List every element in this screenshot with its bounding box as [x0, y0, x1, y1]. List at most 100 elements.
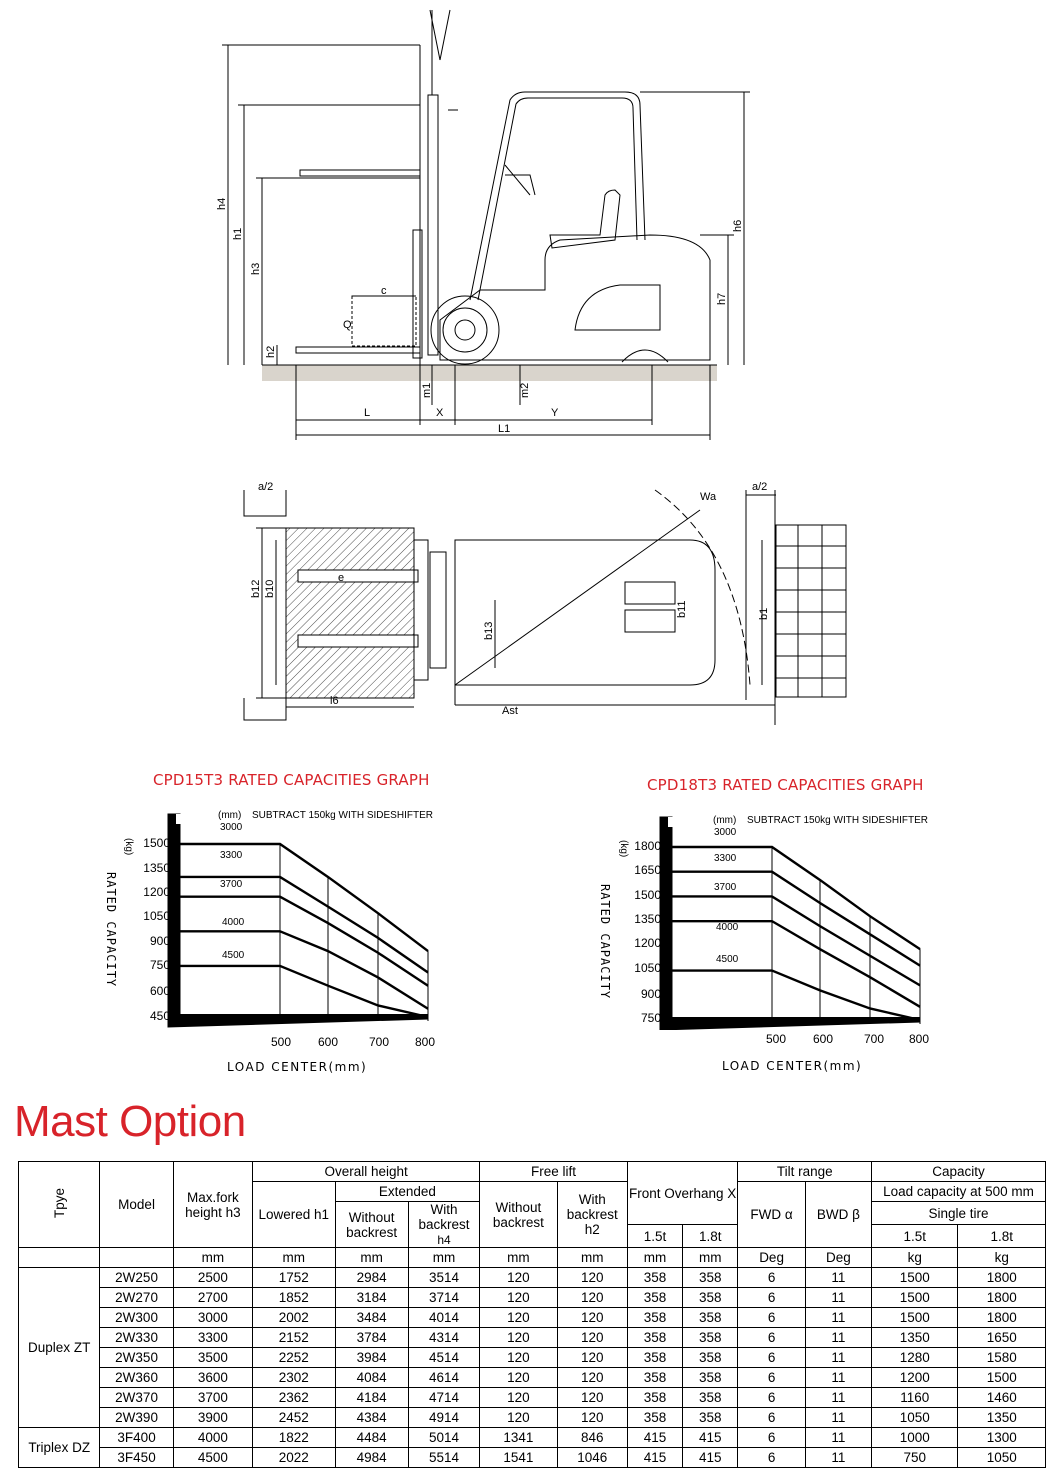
- table-cell: 2W330: [99, 1327, 174, 1348]
- header-capacity-1-8t: 1.8t: [957, 1224, 1046, 1248]
- table-cell: 3184: [334, 1287, 409, 1308]
- table-cell: 1852: [252, 1287, 336, 1308]
- x-tick: 800: [415, 1035, 436, 1049]
- table-cell: 3900: [172, 1407, 254, 1428]
- graph-title: CPD18T3 RATED CAPACITIES GRAPH: [647, 776, 924, 794]
- graph-note: SUBTRACT 150kg WITH SIDESHIFTER: [252, 810, 433, 821]
- table-cell: 4500: [172, 1447, 254, 1468]
- table-cell: 11: [804, 1427, 873, 1448]
- header-model: Model: [99, 1161, 174, 1248]
- mast-height-label: 3000: [714, 827, 737, 838]
- y-tick: 1500: [634, 888, 661, 902]
- table-cell: 1500: [871, 1287, 959, 1308]
- dim-l: L: [364, 407, 370, 419]
- table-cell: 120: [556, 1287, 628, 1308]
- graph-title: CPD15T3 RATED CAPACITIES GRAPH: [153, 771, 430, 789]
- header-extended: Extended: [334, 1181, 481, 1202]
- x-tick: 500: [766, 1032, 787, 1046]
- unit-cell: mm: [172, 1247, 254, 1268]
- table-cell: 5514: [407, 1447, 481, 1468]
- table-cell: 4614: [407, 1367, 481, 1388]
- table-cell: 11: [804, 1447, 873, 1468]
- x-axis-bar: [168, 1014, 428, 1027]
- table-cell: 4484: [334, 1427, 409, 1448]
- table-cell: 1050: [957, 1447, 1046, 1468]
- header-capacity-1-5t: 1.5t: [871, 1224, 959, 1248]
- table-cell: 3984: [334, 1347, 409, 1368]
- table-cell: 120: [479, 1267, 558, 1288]
- table-cell: 1800: [957, 1307, 1046, 1328]
- table-cell: 11: [804, 1367, 873, 1388]
- table-cell: 6: [737, 1427, 806, 1448]
- graph-x-axis-title: LOAD CENTER(mm): [722, 1059, 863, 1073]
- table-cell: 358: [626, 1407, 684, 1428]
- table-cell: 358: [682, 1387, 739, 1408]
- series-line-4000: [180, 930, 429, 1010]
- table-cell: 3F400: [99, 1427, 174, 1448]
- table-cell: 1800: [957, 1287, 1046, 1308]
- table-cell: 1800: [957, 1267, 1046, 1288]
- table-cell: 3300: [172, 1327, 254, 1348]
- unit-cell: mm: [556, 1247, 628, 1268]
- unit-cell: mm: [479, 1247, 558, 1268]
- dim-b12: b12: [250, 580, 262, 598]
- graph-unit-mm: (mm): [713, 815, 737, 826]
- dim-y: Y: [551, 407, 559, 419]
- unit-cell: mm: [626, 1247, 684, 1268]
- table-cell: 1752: [252, 1267, 336, 1288]
- mast-height-label: 4000: [716, 922, 739, 933]
- header-free-lift: Free lift: [479, 1161, 628, 1182]
- table-cell: 358: [626, 1387, 684, 1408]
- mast-option-table: Tpye Model Max.fork height h3 Overall he…: [17, 1161, 1046, 1468]
- table-cell: 4084: [334, 1367, 409, 1388]
- table-cell: 6: [737, 1367, 806, 1388]
- header-overhang-1-5t: 1.5t: [626, 1224, 684, 1248]
- dim-l6: l6: [330, 695, 339, 707]
- unit-cell: kg: [871, 1247, 959, 1268]
- header-overhang-1-8t: 1.8t: [682, 1224, 739, 1248]
- table-cell: 1500: [957, 1367, 1046, 1388]
- table-cell: 120: [479, 1387, 558, 1408]
- table-cell: 2W250: [99, 1267, 174, 1288]
- table-cell: 3700: [172, 1387, 254, 1408]
- dim-m1: m1: [421, 383, 433, 398]
- dim-e: e: [338, 572, 344, 584]
- table-cell: 358: [626, 1367, 684, 1388]
- table-cell: 2W370: [99, 1387, 174, 1408]
- table-cell: 2W350: [99, 1347, 174, 1368]
- x-axis-bar: [660, 1017, 920, 1030]
- table-cell: 358: [682, 1287, 739, 1308]
- table-cell: 415: [626, 1447, 684, 1468]
- table-cell: 3484: [334, 1307, 409, 1328]
- table-cell: 3600: [172, 1367, 254, 1388]
- series-line-4500: [672, 969, 921, 1022]
- dim-m2: m2: [519, 383, 531, 398]
- table-cell: 3000: [172, 1307, 254, 1328]
- y-tick: 1350: [143, 861, 170, 875]
- header-single-tire: Single tire: [871, 1201, 1046, 1225]
- unit-cell: [99, 1247, 174, 1268]
- table-cell: 1500: [871, 1267, 959, 1288]
- header-lowered-h1: Lowered h1: [252, 1181, 336, 1248]
- table-cell: 3F450: [99, 1447, 174, 1468]
- table-cell: 3714: [407, 1287, 481, 1308]
- y-tick: 1800: [634, 839, 661, 853]
- header-capacity: Capacity: [871, 1161, 1046, 1182]
- table-cell: 120: [556, 1367, 628, 1388]
- y-tick: 1050: [143, 909, 170, 923]
- table-cell: 6: [737, 1307, 806, 1328]
- header-type: Tpye: [17, 1161, 101, 1248]
- table-cell: 2002: [252, 1307, 336, 1328]
- unit-cell: Deg: [804, 1247, 873, 1268]
- table-cell: 358: [682, 1347, 739, 1368]
- mast-height-label: 4000: [222, 917, 245, 928]
- y-tick: 450: [149, 1009, 170, 1023]
- table-cell: 11: [804, 1407, 873, 1428]
- table-cell: 1541: [479, 1447, 558, 1468]
- table-cell: 358: [682, 1307, 739, 1328]
